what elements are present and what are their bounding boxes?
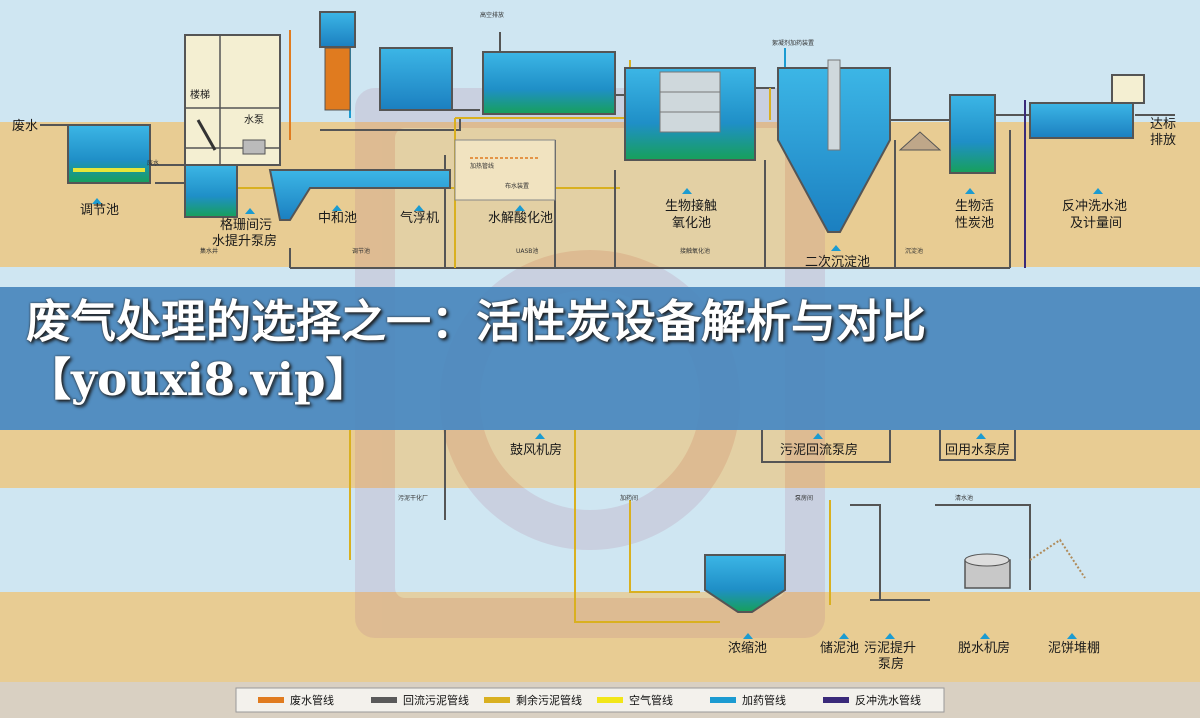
label-sludge-storage: 储泥池 <box>820 641 859 656</box>
label-sludge-lift-2: 泵房 <box>878 656 904 672</box>
label-stairs: 楼梯 <box>190 88 210 101</box>
label-discharge-2: 排放 <box>1150 133 1176 148</box>
legend-swatch <box>710 697 736 703</box>
label-high-altitude-emission: 高空排放 <box>480 11 504 19</box>
small-label-regulating: 调节池 <box>352 247 370 255</box>
grit-chamber-building <box>184 34 281 218</box>
label-sludge-lift-1: 污泥提升 <box>864 640 916 656</box>
title-banner: 废气处理的选择之一：活性炭设备解析与对比【youxi8.vip】 <box>0 287 1200 430</box>
small-label-clarifier: 沉淀池 <box>905 247 923 255</box>
small-label-drain-well: 集水井 <box>200 247 218 255</box>
banner-title: 废气处理的选择之一：活性炭设备解析与对比【youxi8.vip】 <box>26 295 927 406</box>
label-grit-chamber-2: 水提升泵房 <box>212 233 277 249</box>
equalization-tank <box>67 124 151 184</box>
legend-swatch <box>258 697 284 703</box>
label-blower-room: 鼓风机房 <box>510 442 562 458</box>
label-chem-dosing-device: 絮凝剂加药装置 <box>772 39 814 47</box>
legend-swatch <box>597 697 623 703</box>
label-sludge-return-pump: 污泥回流泵房 <box>780 442 858 458</box>
label-cake-shed: 泥饼堆棚 <box>1048 641 1100 656</box>
label-backwash-1: 反冲洗水池 <box>1062 199 1127 214</box>
small-label-uasb: UASB池 <box>516 247 538 255</box>
legend-label: 废水管线 <box>290 693 334 707</box>
label-bio-contact-1: 生物接触 <box>665 198 717 214</box>
small-label-pump-room: 泵房间 <box>795 494 813 502</box>
legend-label: 回流污泥管线 <box>403 693 469 707</box>
legend-label: 空气管线 <box>629 693 673 707</box>
label-reuse-pump: 回用水泵房 <box>945 442 1010 458</box>
label-bio-carbon-2: 性炭池 <box>955 216 994 231</box>
small-label-contact-oxidation: 接触氧化池 <box>680 247 710 255</box>
label-hydrolysis-tank: 水解酸化池 <box>488 211 553 226</box>
dewatering-machine <box>964 538 1086 589</box>
neutralization-tank <box>268 11 451 221</box>
legend-label: 加药管线 <box>742 693 786 707</box>
small-label-water-distributor: 布水装置 <box>505 182 529 190</box>
label-secondary-clarifier: 二次沉淀池 <box>805 254 870 270</box>
label-waste-water: 废水 <box>12 118 38 134</box>
label-equalization-tank: 调节池 <box>80 203 119 218</box>
lower-pipes <box>349 430 1031 623</box>
backwash-tank <box>1029 74 1145 139</box>
legend-label: 反冲洗水管线 <box>855 693 921 707</box>
label-grit-chamber-1: 格珊间污 <box>220 217 272 233</box>
air-flotation <box>379 47 453 111</box>
label-backwash-2: 及计量间 <box>1070 216 1122 231</box>
label-neutralization-tank: 中和池 <box>318 211 357 226</box>
small-label-dosing-room: 加药间 <box>620 494 638 502</box>
small-label-clear-water: 清水池 <box>955 494 973 502</box>
label-bio-carbon-1: 生物活 <box>955 199 994 214</box>
label-thickener: 浓缩池 <box>728 640 767 656</box>
label-bio-contact-2: 氧化池 <box>672 216 711 231</box>
legend-label: 剩余污泥管线 <box>516 693 582 707</box>
secondary-clarifier <box>777 59 891 233</box>
label-water-pump: 水泵 <box>244 114 264 126</box>
small-label-wastewater-inlet: 废水 <box>147 159 159 167</box>
legend-swatch <box>823 697 849 703</box>
label-markers <box>92 188 1103 639</box>
label-dewatering-room: 脱水机房 <box>958 640 1010 656</box>
bio-contact-tank <box>624 67 756 161</box>
legend-swatch <box>371 697 397 703</box>
label-discharge-1: 达标 <box>1150 117 1176 132</box>
bio-carbon-tank <box>898 94 996 174</box>
small-label-sludge-drying: 污泥干化厂 <box>398 494 428 502</box>
legend-swatch <box>484 697 510 703</box>
small-label-heating-pipe: 加热管线 <box>470 162 494 170</box>
thickener-tank <box>704 554 786 613</box>
legend: 废水管线 回流污泥管线 剩余污泥管线 空气管线 加药管线 反冲洗水管线 <box>235 687 945 713</box>
ground-band-bottom <box>0 592 1200 682</box>
label-air-flotation: 气浮机 <box>400 210 439 226</box>
hydrolysis-tank <box>454 51 616 201</box>
